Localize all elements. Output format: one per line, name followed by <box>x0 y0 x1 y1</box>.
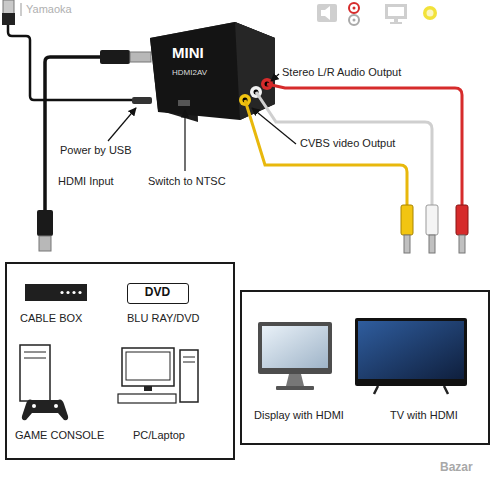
port-label: HDMI Input <box>58 175 114 188</box>
source-icons <box>20 284 198 420</box>
display-icons <box>258 318 467 394</box>
model-label: HDMI2AV <box>172 68 207 77</box>
usb-cable <box>2 0 152 104</box>
watermark: Bazar <box>440 461 473 475</box>
source-panel: DVD CABLE BOX BLU RAY/DVD GAME CONSOLE PC/La… <box>5 262 235 460</box>
port-label: CVBS video Output <box>300 137 395 150</box>
dvd-badge: DVD <box>127 283 189 304</box>
watermark-bar <box>20 3 22 16</box>
device-caption: CABLE BOX <box>20 312 82 325</box>
display-panel: Display with HDMI TV with HDMI <box>240 290 490 445</box>
device-caption: Display with HDMI <box>254 409 344 422</box>
brand-label: MINI <box>172 44 204 61</box>
hdmi-cable <box>37 50 151 251</box>
rca-cables <box>245 84 462 205</box>
port-label: Switch to NTSC <box>148 175 226 188</box>
device-caption: TV with HDMI <box>390 409 458 422</box>
device-caption: BLU RAY/DVD <box>127 312 200 325</box>
device-caption: GAME CONSOLE <box>15 429 104 442</box>
top-icons <box>317 3 437 25</box>
watermark: Yamaoka <box>26 3 72 16</box>
converter-box <box>150 22 275 122</box>
leader-arrows <box>108 74 296 171</box>
rca-plugs <box>401 205 468 253</box>
port-label: Power by USB <box>60 144 132 157</box>
converter-box: MINI HDMI2AV <box>160 38 232 102</box>
badge-text: DVD <box>145 286 170 300</box>
port-label: Stereo L/R Audio Output <box>282 66 401 79</box>
device-caption: PC/Laptop <box>133 429 185 442</box>
